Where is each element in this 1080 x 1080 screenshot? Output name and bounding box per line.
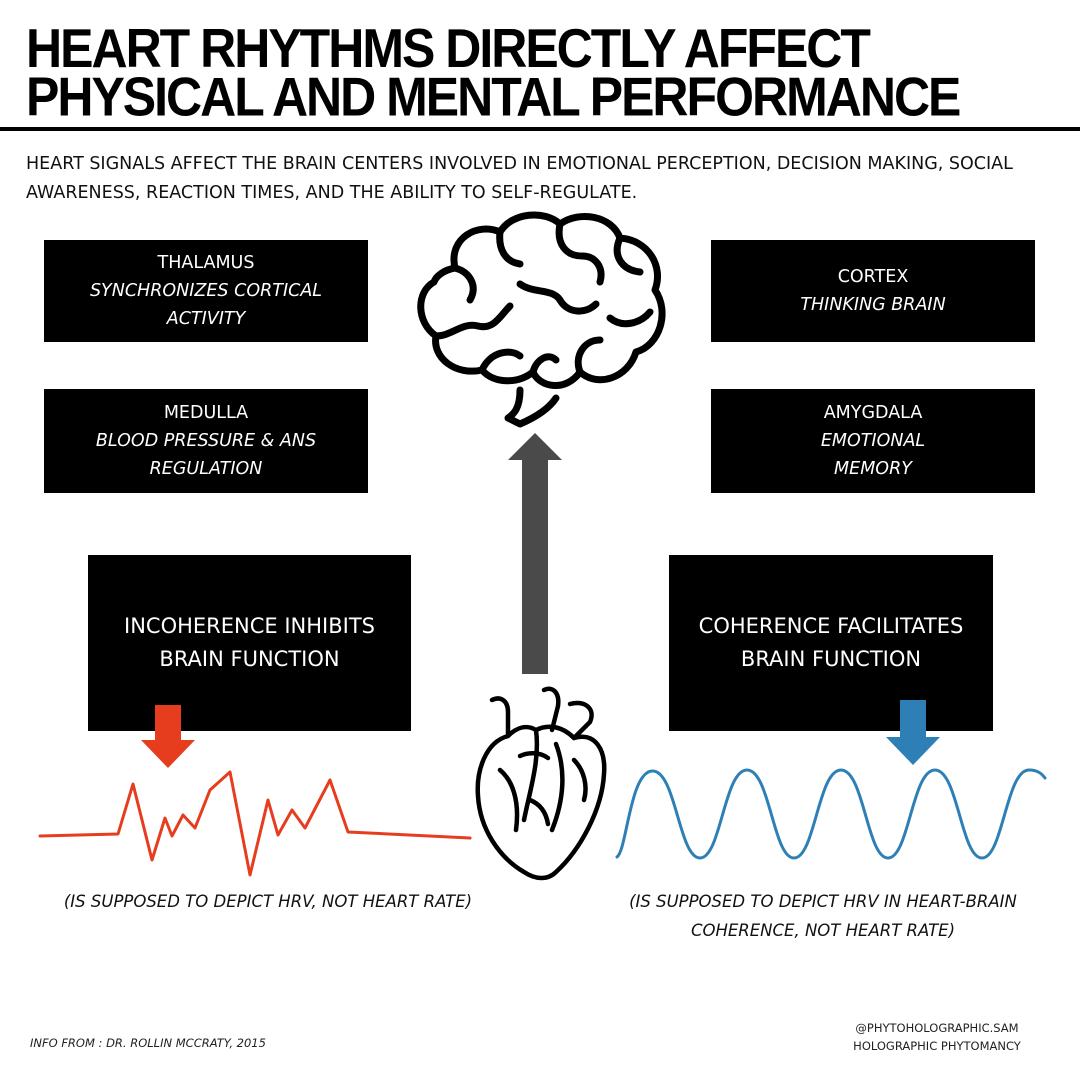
medulla-box: MEDULLA BLOOD PRESSURE & ANS REGULATION xyxy=(44,389,368,493)
medulla-desc: BLOOD PRESSURE & ANS REGULATION xyxy=(95,431,317,479)
medulla-name: MEDULLA xyxy=(163,403,249,423)
thalamus-box: THALAMUS SYNCHRONIZES CORTICAL ACTIVITY xyxy=(44,240,368,342)
incoherence-line-2: BRAIN FUNCTION xyxy=(159,647,340,671)
blue-arrow-down-icon xyxy=(886,700,940,765)
coherence-caption-line-1: (IS SUPPOSED TO DEPICT HRV IN HEART-BRAI… xyxy=(629,892,1017,911)
incoherence-line-1: INCOHERENCE INHIBITS xyxy=(124,614,375,638)
incoherence-caption: (IS SUPPOSED TO DEPICT HRV, NOT HEART RA… xyxy=(63,892,473,911)
coherence-box: COHERENCE FACILITATES BRAIN FUNCTION xyxy=(669,555,993,731)
anatomical-heart-icon xyxy=(475,686,607,881)
incoherence-box: INCOHERENCE INHIBITS BRAIN FUNCTION xyxy=(88,555,411,731)
brand-name: HOLOGRAPHIC PHYTOMANCY xyxy=(853,1039,1021,1053)
title-divider xyxy=(0,127,1080,131)
author-credit: @PHYTOHOLOGRAPHIC.SAM HOLOGRAPHIC PHYTOM… xyxy=(810,1019,1064,1055)
cortex-name: CORTEX xyxy=(837,267,909,287)
coherence-line-1: COHERENCE FACILITATES xyxy=(698,614,964,638)
cortex-box: CORTEX THINKING BRAIN xyxy=(711,240,1035,342)
amygdala-name: AMYGDALA xyxy=(823,403,923,423)
subtitle: HEART SIGNALS AFFECT THE BRAIN CENTERS I… xyxy=(26,154,1013,203)
title-line-1: HEART RHYTHMS DIRECTLY AFFECT xyxy=(26,17,871,79)
red-arrow-down-icon xyxy=(141,705,195,768)
incoherent-hrv-wave xyxy=(38,770,472,877)
amygdala-box: AMYGDALA EMOTIONAL MEMORY xyxy=(711,389,1035,493)
thalamus-name: THALAMUS xyxy=(157,253,255,273)
coherent-hrv-wave xyxy=(615,768,1047,860)
page-title: HEART RHYTHMS DIRECTLY AFFECT PHYSICAL A… xyxy=(26,17,961,128)
brain-icon xyxy=(417,211,666,428)
author-handle: @PHYTOHOLOGRAPHIC.SAM xyxy=(855,1021,1019,1035)
title-line-2: PHYSICAL AND MENTAL PERFORMANCE xyxy=(26,65,961,128)
thalamus-desc: SYNCHRONIZES CORTICAL ACTIVITY xyxy=(89,281,323,329)
coherence-line-2: BRAIN FUNCTION xyxy=(740,647,922,671)
coherence-caption-line-2: COHERENCE, NOT HEART RATE) xyxy=(690,921,956,940)
cortex-desc: THINKING BRAIN xyxy=(800,295,946,315)
amygdala-desc: EMOTIONAL MEMORY xyxy=(820,431,926,479)
coherence-caption: (IS SUPPOSED TO DEPICT HRV IN HEART-BRAI… xyxy=(580,887,1066,945)
arrow-up-icon xyxy=(508,433,562,674)
source-credit: INFO FROM : DR. ROLLIN MCCRATY, 2015 xyxy=(30,1036,266,1050)
